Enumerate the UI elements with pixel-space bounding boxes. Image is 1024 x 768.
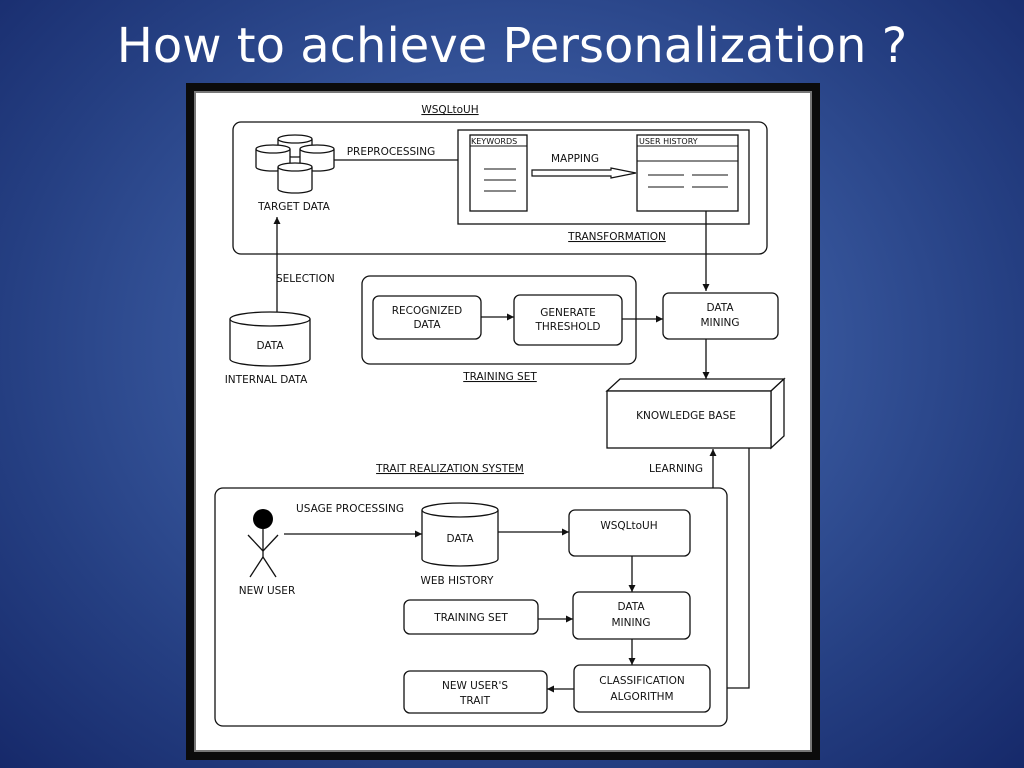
new-user-label: NEW USER bbox=[239, 585, 296, 597]
transformation-label: TRANSFORMATION bbox=[567, 231, 666, 243]
selection-label: SELECTION bbox=[276, 273, 335, 285]
training-set-box-label: TRAINING SET bbox=[433, 612, 508, 624]
mapping-arrow bbox=[531, 167, 637, 179]
knowledge-base-box bbox=[605, 377, 786, 450]
new-users-trait-box bbox=[403, 670, 548, 714]
recognized-data-line1: RECOGNIZED bbox=[392, 305, 463, 317]
data-mining-line2: MINING bbox=[700, 317, 739, 329]
learning-label: LEARNING bbox=[649, 463, 703, 475]
usage-processing-label: USAGE PROCESSING bbox=[296, 503, 404, 515]
keywords-table bbox=[469, 134, 528, 212]
recognized-data-line2: DATA bbox=[413, 319, 441, 331]
new-user-figure bbox=[247, 509, 279, 578]
user-history-table bbox=[636, 134, 739, 212]
mapping-label: MAPPING bbox=[551, 153, 599, 165]
new-users-trait-line1: NEW USER'S bbox=[442, 680, 508, 692]
internal-data-cylinder-label: DATA bbox=[256, 340, 284, 352]
generate-threshold-line2: THRESHOLD bbox=[535, 321, 601, 333]
data-mining-lower-line2: MINING bbox=[611, 617, 650, 629]
data-mining-box bbox=[662, 292, 779, 340]
recognized-data-box bbox=[372, 295, 482, 340]
data-mining-line1: DATA bbox=[706, 302, 734, 314]
user-history-label: USER HISTORY bbox=[639, 137, 698, 146]
internal-data-cylinder bbox=[229, 311, 311, 367]
training-set-label: TRAINING SET bbox=[462, 371, 537, 383]
target-data-label: TARGET DATA bbox=[257, 201, 330, 213]
data-mining-lower-line1: DATA bbox=[617, 601, 645, 613]
generate-threshold-line1: GENERATE bbox=[540, 307, 596, 319]
web-history-data-label: DATA bbox=[446, 533, 474, 545]
target-data-cylinders bbox=[255, 134, 335, 194]
new-users-trait-line2: TRAIT bbox=[459, 695, 491, 707]
training-set-box bbox=[403, 599, 539, 635]
knowledge-base-label: KNOWLEDGE BASE bbox=[636, 410, 736, 422]
generate-threshold-box bbox=[513, 294, 623, 346]
classification-line1: CLASSIFICATION bbox=[599, 675, 685, 687]
architecture-diagram: WSQLtoUH TARGET DATA PREPROCESSING TRANS… bbox=[186, 83, 820, 760]
wsql-box-label: WSQLtoUH bbox=[600, 520, 657, 532]
web-history-label: WEB HISTORY bbox=[421, 575, 495, 587]
preprocessing-label: PREPROCESSING bbox=[347, 146, 436, 158]
wsql-box bbox=[568, 509, 691, 557]
diagram-svg: WSQLtoUH TARGET DATA PREPROCESSING TRANS… bbox=[194, 91, 812, 752]
trait-system-title: TRAIT REALIZATION SYSTEM bbox=[375, 463, 524, 475]
slide-title: How to achieve Personalization ? bbox=[116, 18, 908, 74]
classification-box bbox=[573, 664, 711, 713]
wsql-section-title: WSQLtoUH bbox=[421, 104, 478, 116]
keywords-label: KEYWORDS bbox=[471, 137, 517, 146]
internal-data-label: INTERNAL DATA bbox=[225, 374, 308, 386]
web-history-cylinder bbox=[421, 502, 499, 567]
classification-line2: ALGORITHM bbox=[610, 691, 673, 703]
data-mining-lower-box bbox=[572, 591, 691, 640]
